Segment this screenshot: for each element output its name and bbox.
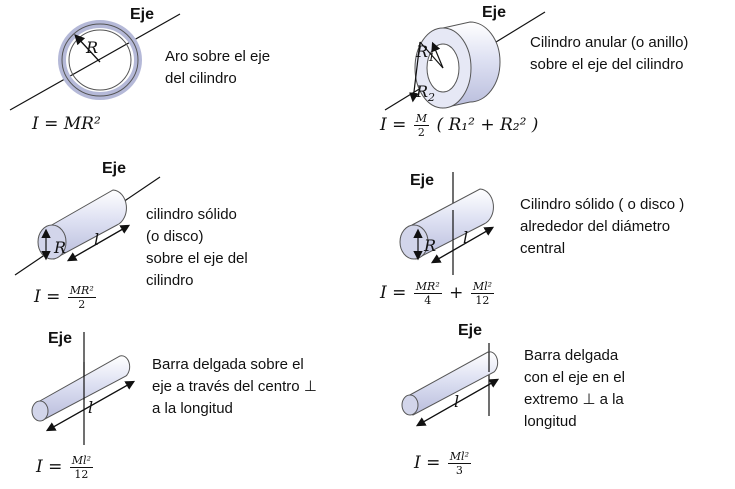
rod-end-figure [401,343,500,427]
hoop-description: Aro sobre el eje del cilindro [165,48,271,87]
solid-cylinder-length-symbol: l [94,230,100,249]
rod-center-figure [31,332,136,445]
annular-r1-symbol: R1 [416,42,436,65]
annular-r2-symbol: R2 [416,82,436,105]
rod-end-description: Barra delgada con el eje en el extremo ⊥… [524,347,625,430]
annular-description: Cilindro anular (o anillo) sobre el eje … [530,34,689,73]
solid-cylinder-description: cilindro sólido (o disco) sobre el eje d… [146,206,248,289]
solid-cylinder-diameter-radius-symbol: R [424,236,437,255]
hoop-radius-symbol: R [86,38,99,57]
rod-end-axis-label: Eje [458,322,483,339]
rod-center-axis-label: Eje [48,330,73,347]
rod-center-description: Barra delgada sobre el eje a través del … [152,356,317,417]
annular-axis-label: Eje [482,4,507,21]
solid-cylinder-axis-label: Eje [102,160,127,177]
rod-center-length-symbol: l [88,398,94,417]
solid-cylinder-diameter-axis-label: Eje [410,172,435,189]
solid-cylinder-diameter-length-symbol: l [463,228,469,247]
annular-cylinder-figure [384,11,546,111]
solid-cylinder-figure [14,176,161,276]
hoop-formula: I = MR² [32,114,101,134]
hoop-axis-label: Eje [130,6,155,23]
solid-cylinder-diameter-description: Cilindro sólido ( o disco ) alrededor de… [520,196,685,257]
rod-end-length-symbol: l [454,392,460,411]
hoop-figure [9,13,181,111]
solid-cylinder-diameter-figure [399,172,495,275]
solid-cylinder-radius-symbol: R [54,238,67,257]
